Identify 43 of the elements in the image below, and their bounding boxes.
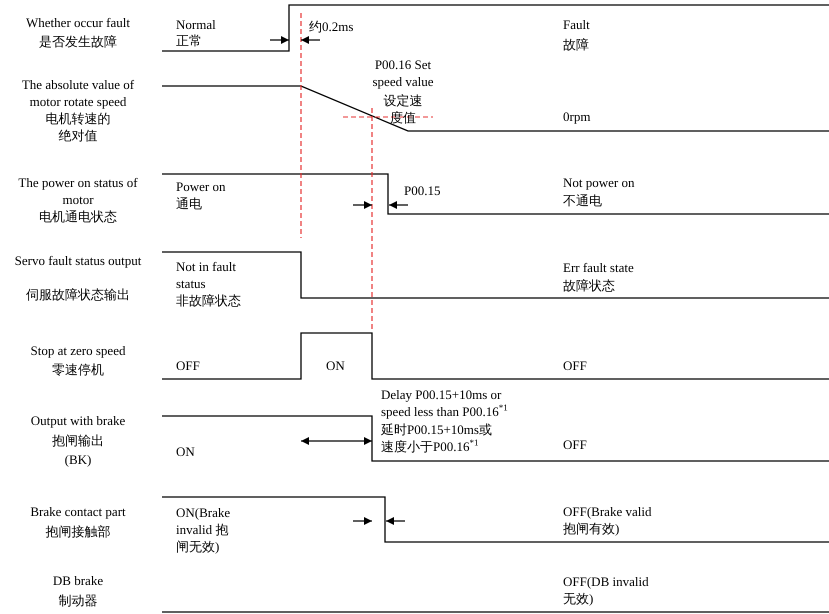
state-label: Fault xyxy=(563,16,590,33)
state-label: OFF xyxy=(176,357,200,374)
parameter-label: P00.15 xyxy=(404,182,440,199)
signal-name: 制动器 xyxy=(58,592,98,609)
signal-name: 抱闸输出 xyxy=(51,432,105,449)
state-label: 故障 xyxy=(563,36,589,53)
state-label: ON xyxy=(176,443,195,460)
state-label: Err fault state xyxy=(563,259,634,276)
signal-name: 电机通电状态 xyxy=(38,208,118,225)
state-label: ON(Brake invalid 抱闸无效) xyxy=(176,504,232,555)
signal-name: Brake contact part xyxy=(29,503,127,520)
state-label: OFF xyxy=(563,436,587,453)
signal-name: The power on status of motor xyxy=(17,174,139,208)
state-label: 正常 xyxy=(176,32,202,49)
state-label: 通电 xyxy=(176,195,202,212)
state-label: 0rpm xyxy=(563,108,590,125)
state-label: ON xyxy=(326,357,345,374)
signal-name: (BK) xyxy=(64,451,92,468)
signal-name: Output with brake xyxy=(30,412,126,429)
state-label: OFF(DB invalid 无效) xyxy=(563,573,650,607)
signal-name: 电机转速的绝对值 xyxy=(44,110,112,144)
signal-name: 伺服故障状态输出 xyxy=(25,286,131,303)
parameter-label: P00.16 Set speed value xyxy=(371,56,434,90)
state-label: 非故障状态 xyxy=(176,292,241,309)
state-label: OFF xyxy=(563,357,587,374)
signal-name: 零速停机 xyxy=(51,361,105,378)
signal-name: 抱闸接触部 xyxy=(44,523,112,540)
signal-name: The absolute value of motor rotate speed xyxy=(20,76,136,110)
signal-name: 是否发生故障 xyxy=(38,33,118,50)
timing-note: 延时P00.15+10ms或速度小于P00.16$^{*1}$ xyxy=(381,421,493,455)
state-label: Power on xyxy=(176,178,226,195)
timing-note: 约0.2ms xyxy=(309,18,354,35)
signal-name: Whether occur fault xyxy=(25,14,131,31)
state-label: 故障状态 xyxy=(563,277,615,294)
signal-name: Servo fault status output xyxy=(14,252,142,269)
state-label: Not in fault status xyxy=(176,258,237,292)
timing-note: Delay P00.15+10ms or speed less than P00.16$^{*1}$ xyxy=(381,386,509,420)
state-label: 不通电 xyxy=(563,192,602,209)
state-label: OFF(Brake valid 抱闸有效) xyxy=(563,503,652,537)
state-label: Normal xyxy=(176,16,216,33)
signal-name: DB brake xyxy=(52,572,104,589)
signal-name: Stop at zero speed xyxy=(30,342,126,359)
state-label: Not power on xyxy=(563,174,634,191)
